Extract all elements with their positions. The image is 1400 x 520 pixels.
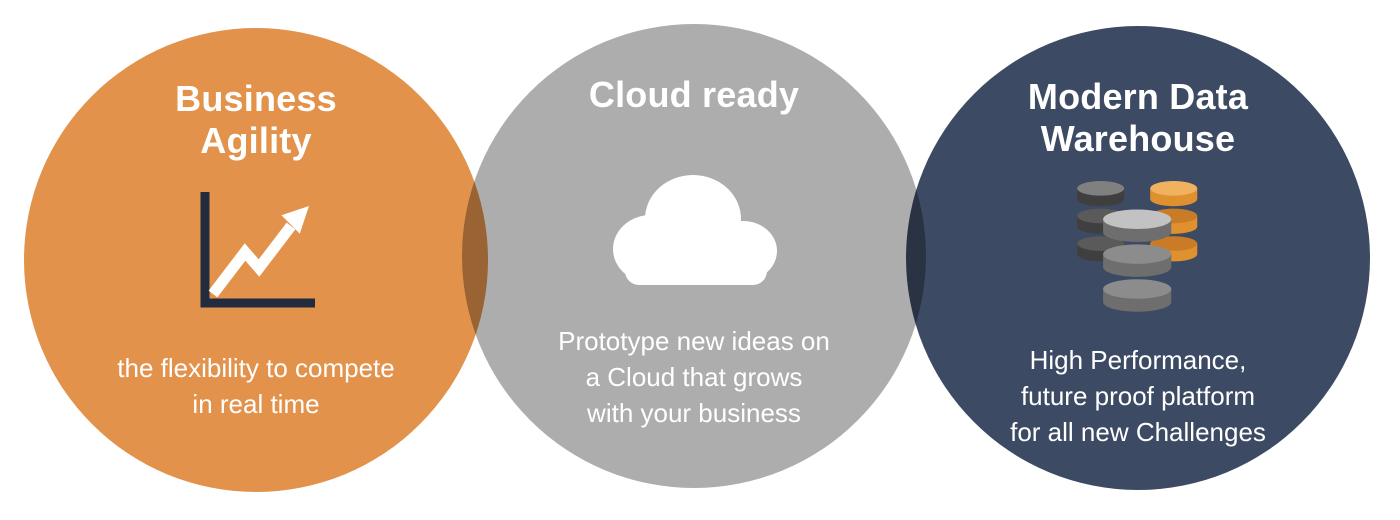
cloud-icon [589, 160, 799, 298]
db-stack-orange [1150, 180, 1198, 262]
modern-data-warehouse-description: High Performance, future proof platform … [1010, 344, 1266, 447]
cloud-ready-description: Prototype new ideas on a Cloud that grow… [558, 326, 830, 429]
database-icon [1069, 177, 1207, 315]
business-agility-description: the flexibility to compete in real time [117, 352, 395, 419]
panel-cloud-ready: Cloud ready Prototype new ideas on a Clo… [462, 24, 926, 488]
modern-data-warehouse-title: Modern Data Warehouse [1027, 76, 1249, 160]
panel-business-agility: Business Agility the flexibility to comp… [24, 28, 488, 492]
db-stack-gray [1103, 209, 1172, 312]
panel-modern-data-warehouse: Modern Data Warehouse [906, 26, 1370, 490]
cloud-ready-title: Cloud ready [588, 74, 800, 115]
growth-chart-icon [191, 187, 321, 315]
business-agility-title: Business Agility [175, 78, 337, 162]
